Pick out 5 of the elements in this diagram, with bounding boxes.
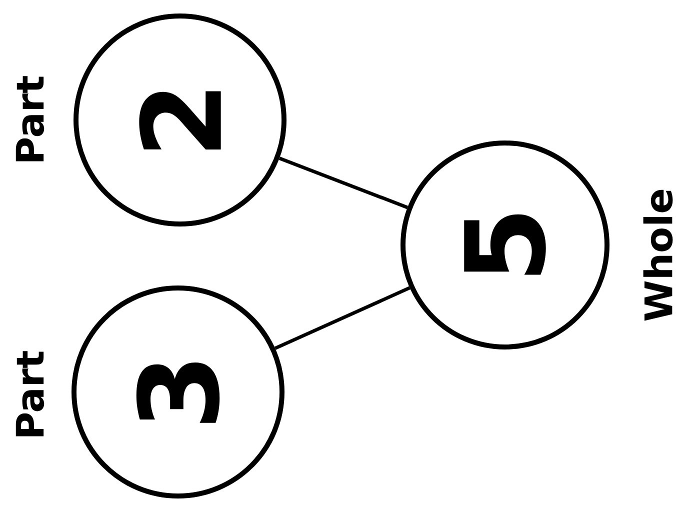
connector-line [278,156,408,210]
connector-line [274,286,410,350]
side-label: Part [16,351,44,436]
side-label: Part [16,76,44,162]
side-label: Whole [643,190,673,321]
